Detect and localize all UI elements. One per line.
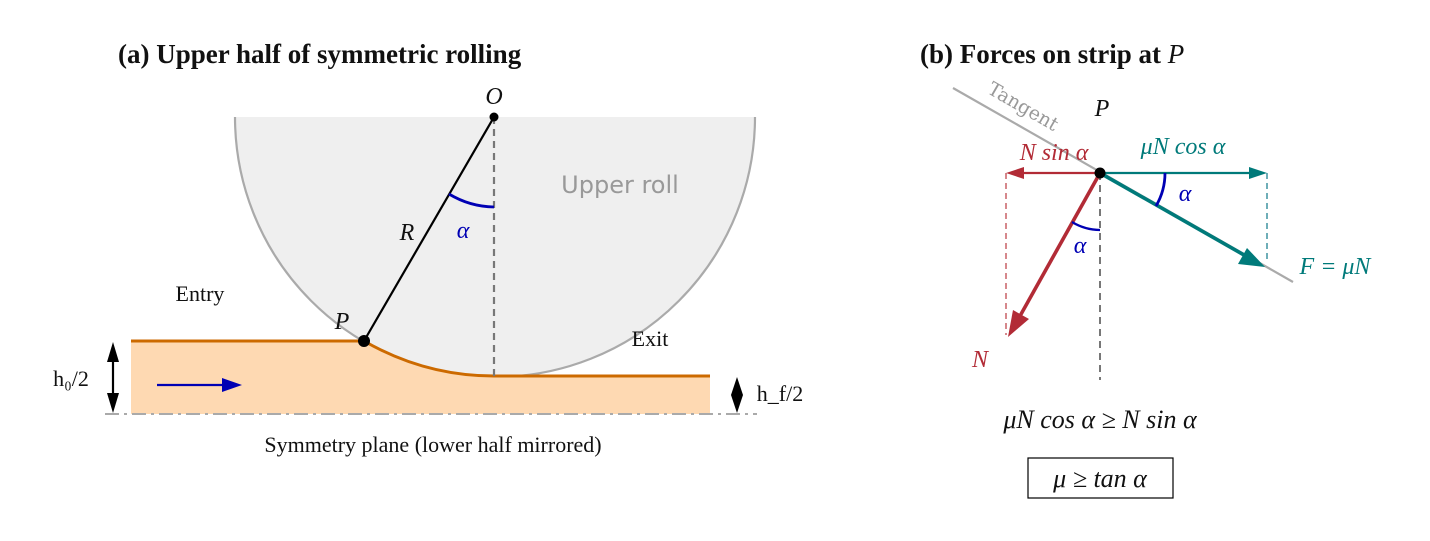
contact-point-label: P (334, 309, 350, 335)
panel-a-title: (a) Upper half of symmetric rolling (118, 39, 522, 69)
entry-thickness-label: h₀/2 (53, 366, 89, 391)
symmetry-label: Symmetry plane (lower half mirrored) (264, 432, 601, 457)
panel-b-title: (b) Forces on strip at P (920, 39, 1184, 69)
angle-label-b-upper: α (1179, 181, 1192, 207)
mu-n-cos-label: μN cos α (1140, 134, 1226, 160)
roll-center-label: O (485, 84, 502, 110)
angle-label-a: α (457, 218, 470, 244)
upper-roll (235, 117, 755, 377)
entry-thickness-dimension (107, 342, 119, 413)
radius-line (363, 116, 495, 342)
strip-body (131, 341, 710, 414)
n-sin-label: N sin α (1019, 140, 1089, 166)
panel-b-title-point: P (1167, 39, 1185, 69)
normal-force-label: N (971, 347, 990, 373)
exit-thickness-dimension (731, 377, 743, 413)
contact-point (358, 335, 370, 347)
exit-thickness-label: h_f/2 (757, 381, 803, 406)
force-point-label: P (1094, 96, 1110, 122)
roll-label: Upper roll (561, 171, 679, 199)
angle-label-b-lower: α (1074, 233, 1087, 259)
angle-arc-a (448, 192, 495, 209)
normal-force-arrow (1008, 172, 1102, 337)
panel-a: (a) Upper half of symmetric rolling Uppe… (53, 39, 803, 457)
friction-force-label: F = μN (1299, 254, 1373, 280)
exit-label: Exit (632, 326, 669, 351)
entry-label: Entry (176, 281, 225, 306)
force-inequality: μN cos α ≥ N sin α (1002, 405, 1198, 434)
angle-arc-b-upper (1154, 172, 1167, 207)
panel-b-title-prefix: (b) Forces on strip at (920, 39, 1168, 69)
roll-center-point (489, 112, 499, 122)
friction-force-arrow (1099, 171, 1265, 267)
condition-box (1027, 457, 1174, 499)
feed-direction-arrow (157, 378, 242, 392)
angle-arc-b-lower (1071, 221, 1101, 232)
n-sin-component-arrow (1006, 167, 1100, 179)
force-point (1094, 167, 1106, 179)
mu-n-cos-component-arrow (1100, 167, 1267, 179)
panel-b: (b) Forces on strip at P Tangent N sin α… (920, 39, 1373, 499)
strip-top-edge (131, 339, 710, 378)
bite-condition: μ ≥ tan α (1052, 464, 1148, 493)
radius-label: R (399, 220, 415, 246)
